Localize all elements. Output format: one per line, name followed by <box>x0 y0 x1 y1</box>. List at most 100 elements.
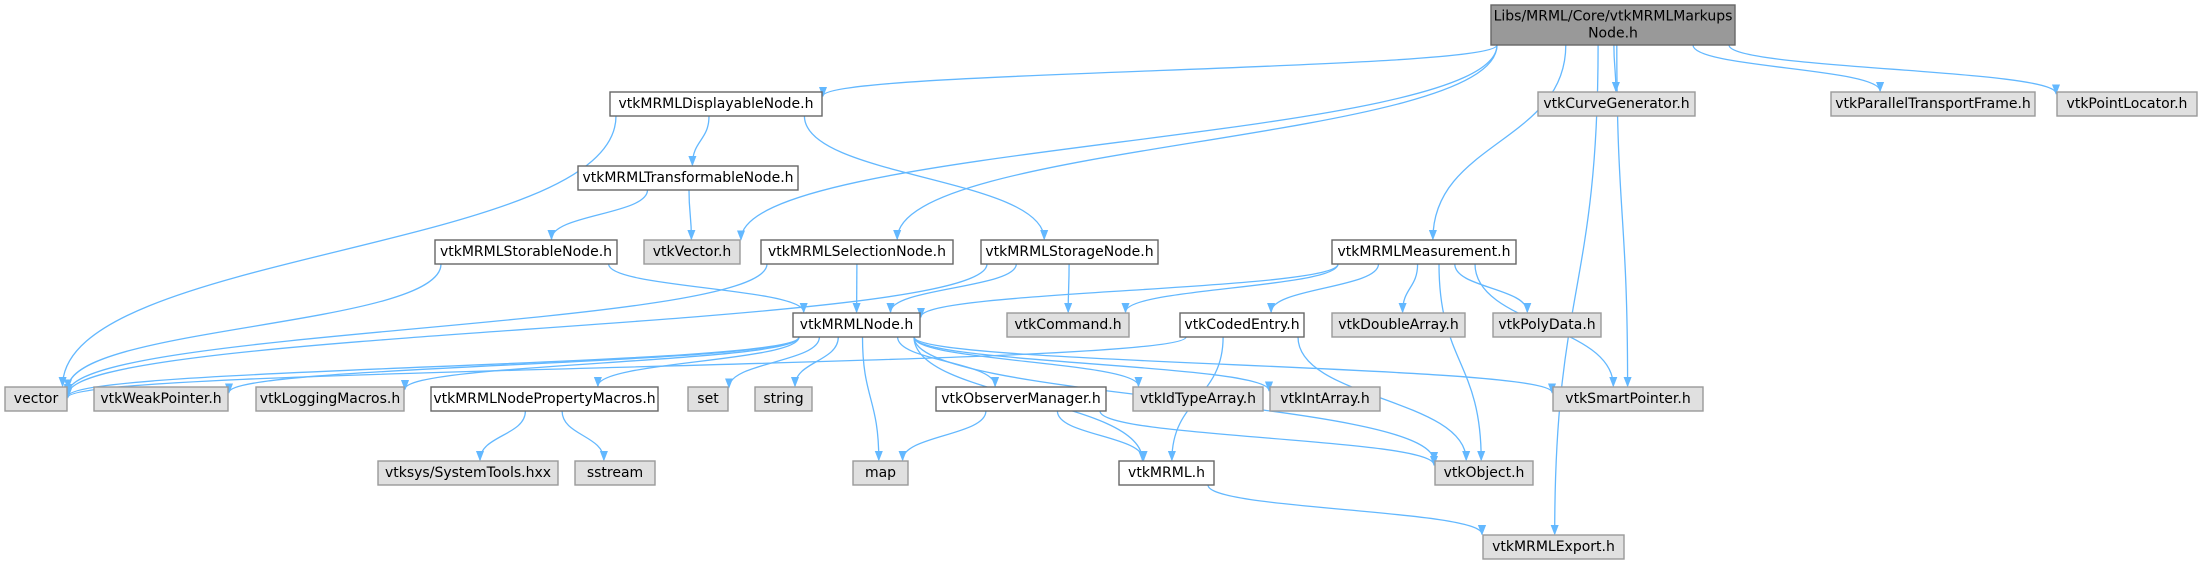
node-pointlocator: vtkPointLocator.h <box>2056 91 2198 117</box>
edge-displayable-to-storage <box>803 115 1044 239</box>
edge-root-to-vtkvector <box>741 44 1498 239</box>
edge-measurement-to-object <box>1438 263 1481 460</box>
edge-node-to-propmacros <box>598 336 800 386</box>
node-box <box>1179 312 1305 338</box>
node-box <box>1269 386 1381 412</box>
node-label: vtkDoubleArray.h <box>1338 317 1459 333</box>
node-label: vtkCommand.h <box>1014 317 1121 333</box>
node-propmacros[interactable]: vtkMRMLNodePropertyMacros.h <box>430 386 659 412</box>
node-box <box>1434 460 1534 486</box>
edges-layer <box>63 44 2056 534</box>
node-box <box>1331 312 1466 338</box>
node-label: vtkIntArray.h <box>1280 391 1369 407</box>
node-logging: vtkLoggingMacros.h <box>255 386 405 412</box>
node-box <box>1490 4 1736 46</box>
node-label: vtkCurveGenerator.h <box>1543 96 1689 112</box>
node-mrml[interactable]: vtkMRML.h <box>1118 460 1215 486</box>
node-box <box>609 91 823 117</box>
node-storage[interactable]: vtkMRMLStorageNode.h <box>980 239 1159 265</box>
node-export: vtkMRMLExport.h <box>1482 534 1625 560</box>
node-box <box>377 460 559 486</box>
node-box <box>687 386 729 412</box>
node-label: vtkMRMLStorableNode.h <box>440 244 612 260</box>
edge-node-to-logging <box>405 336 800 389</box>
node-label: vtkMRML.h <box>1128 465 1205 481</box>
node-box <box>1492 312 1602 338</box>
node-box <box>792 312 921 338</box>
node-storable[interactable]: vtkMRMLStorableNode.h <box>434 239 618 265</box>
node-displayable[interactable]: vtkMRMLDisplayableNode.h <box>609 91 823 117</box>
node-box <box>2056 91 2198 117</box>
node-selection[interactable]: vtkMRMLSelectionNode.h <box>760 239 954 265</box>
node-observer[interactable]: vtkObserverManager.h <box>935 386 1107 412</box>
edge-propmacros-to-sstream <box>561 410 604 460</box>
edge-codedentry-to-vector <box>68 336 1187 397</box>
edge-measurement-to-command <box>1126 263 1339 312</box>
node-label: vtkLoggingMacros.h <box>260 391 400 407</box>
edge-storable-to-vector <box>68 263 442 388</box>
node-weakpointer: vtkWeakPointer.h <box>93 386 229 412</box>
node-string: string <box>754 386 813 412</box>
node-box <box>1118 460 1215 486</box>
node-idtypearray: vtkIdTypeArray.h <box>1132 386 1264 412</box>
edge-node-to-smartpointer <box>913 336 1552 392</box>
node-label: vector <box>14 391 59 407</box>
node-label: vtkWeakPointer.h <box>100 391 221 407</box>
edge-node-to-intarray <box>913 336 1269 391</box>
edge-observer-to-mrml <box>1056 410 1143 460</box>
node-box <box>754 386 813 412</box>
node-label: vtkMRMLNode.h <box>800 317 913 333</box>
node-vtkvector: vtkVector.h <box>643 239 741 265</box>
node-box <box>980 239 1159 265</box>
node-set: set <box>687 386 729 412</box>
node-label: vtkIdTypeArray.h <box>1140 391 1256 407</box>
node-box <box>760 239 954 265</box>
node-label: sstream <box>587 465 643 481</box>
edge-root-to-paralleltransport <box>1692 44 1880 91</box>
node-polydata: vtkPolyData.h <box>1492 312 1602 338</box>
node-command: vtkCommand.h <box>1006 312 1130 338</box>
edge-storable-to-node <box>607 263 804 312</box>
node-label: Libs/MRML/Core/vtkMRMLMarkups <box>1494 9 1733 25</box>
node-box <box>93 386 229 412</box>
edge-measurement-to-polydata <box>1454 263 1528 312</box>
node-label: vtksys/SystemTools.hxx <box>385 465 551 481</box>
node-smartpointer: vtkSmartPointer.h <box>1552 386 1704 412</box>
node-sstream: sstream <box>574 460 656 486</box>
edge-transformable-to-vtkvector <box>689 189 691 239</box>
node-label: vtkMRMLStorageNode.h <box>985 244 1153 260</box>
node-box <box>935 386 1107 412</box>
node-codedentry[interactable]: vtkCodedEntry.h <box>1179 312 1305 338</box>
node-box <box>1331 239 1517 265</box>
edge-mrml-to-export <box>1207 484 1482 534</box>
node-box <box>643 239 741 265</box>
edge-node-to-map <box>861 336 879 460</box>
edge-storage-to-command <box>1068 263 1069 312</box>
edge-root-to-displayable <box>823 44 1498 96</box>
node-box <box>577 165 799 191</box>
node-map: map <box>852 460 909 486</box>
node-doublearray: vtkDoubleArray.h <box>1331 312 1466 338</box>
node-box <box>1132 386 1264 412</box>
node-label: vtkMRMLNodePropertyMacros.h <box>433 391 655 407</box>
node-label: vtkObserverManager.h <box>941 391 1101 407</box>
edge-measurement-to-codedentry <box>1271 263 1380 312</box>
node-label: vtkParallelTransportFrame.h <box>1835 96 2031 112</box>
node-label: Node.h <box>1588 26 1638 42</box>
edge-codedentry-to-object <box>1297 336 1466 460</box>
node-box <box>4 386 68 412</box>
node-measurement[interactable]: vtkMRMLMeasurement.h <box>1331 239 1517 265</box>
edge-displayable-to-transformable <box>692 115 710 165</box>
node-node[interactable]: vtkMRMLNode.h <box>792 312 921 338</box>
edge-observer-to-map <box>903 410 987 460</box>
edge-node-to-idtypearray <box>913 336 1139 386</box>
edge-root-to-measurement <box>1433 44 1567 239</box>
node-box <box>255 386 405 412</box>
node-label: vtkMRMLSelectionNode.h <box>768 244 946 260</box>
edge-node-to-set <box>729 336 821 387</box>
node-transformable[interactable]: vtkMRMLTransformableNode.h <box>577 165 799 191</box>
edge-node-to-weakpointer <box>229 336 800 392</box>
edge-measurement-to-node <box>921 263 1339 317</box>
